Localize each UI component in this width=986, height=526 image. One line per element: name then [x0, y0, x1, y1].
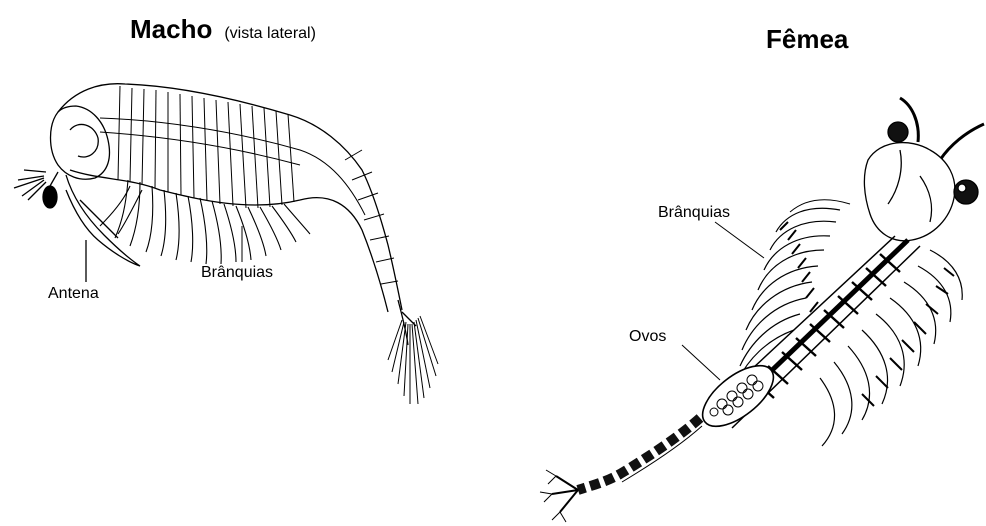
female-illustration: [540, 98, 984, 522]
male-gills-label: Brânquias: [201, 264, 273, 282]
male-antenna-label: Antena: [48, 285, 99, 303]
female-eggs-label: Ovos: [629, 328, 666, 346]
female-gills-leader: [715, 222, 764, 258]
female-gills-label: Brânquias: [658, 204, 730, 222]
male-illustration: [14, 84, 438, 404]
female-eggs-leader: [682, 345, 720, 380]
